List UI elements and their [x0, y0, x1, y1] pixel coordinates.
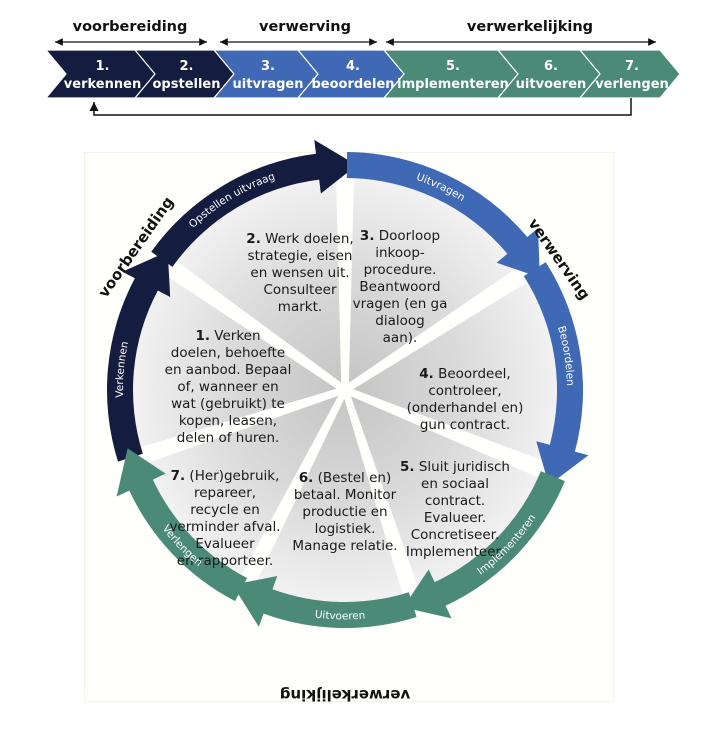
chevron-step-label: uitvragen — [233, 77, 304, 92]
cycle-arrow-label: Uitvoeren — [314, 608, 366, 622]
cycle-arrow-3 — [346, 152, 540, 278]
chevron-step-number: 6. — [544, 59, 558, 74]
cycle-arrow-6 — [232, 576, 417, 628]
feedback-loop-arrow — [89, 98, 632, 116]
chevron-step-label: uitvoeren — [516, 77, 587, 92]
phase-heading-verwerving: verwerving — [259, 19, 351, 35]
chevron-step-number: 5. — [446, 59, 460, 74]
segment-description-4: 4. Beoordeel,controleer,(onderhandel en)… — [407, 366, 524, 433]
chevron-step-label: verlengen — [595, 77, 669, 92]
chevron-step-label: implementeren — [397, 77, 509, 92]
phase-heading-verwerkelijking: verwerkelijking — [467, 19, 593, 35]
chevron-step-label: beoordelen — [311, 77, 394, 92]
chevron-step-7 — [578, 49, 681, 99]
wheel-phase-label-verwerkelijking: verwerkelijking — [280, 686, 410, 704]
chevron-step-label: opstellen — [153, 77, 221, 92]
chevron-step-number: 7. — [625, 59, 639, 74]
chevron-step-number: 3. — [261, 59, 275, 74]
phase-heading-voorbereiding: voorbereiding — [73, 19, 188, 35]
process-bar: voorbereiding verwerving verwerkelijking… — [44, 19, 681, 116]
cycle-arrow-4 — [523, 262, 589, 486]
chevron-step-number: 2. — [180, 59, 194, 74]
cycle-arrow-1 — [107, 251, 171, 462]
chevron-step-number: 4. — [346, 59, 360, 74]
chevron-step-number: 1. — [96, 59, 110, 74]
cycle-arrow-2 — [151, 139, 357, 267]
chevron-step-label: verkennen — [64, 77, 141, 92]
cycle-arrow-5 — [403, 471, 565, 619]
cycle-arrow-7 — [116, 448, 248, 602]
